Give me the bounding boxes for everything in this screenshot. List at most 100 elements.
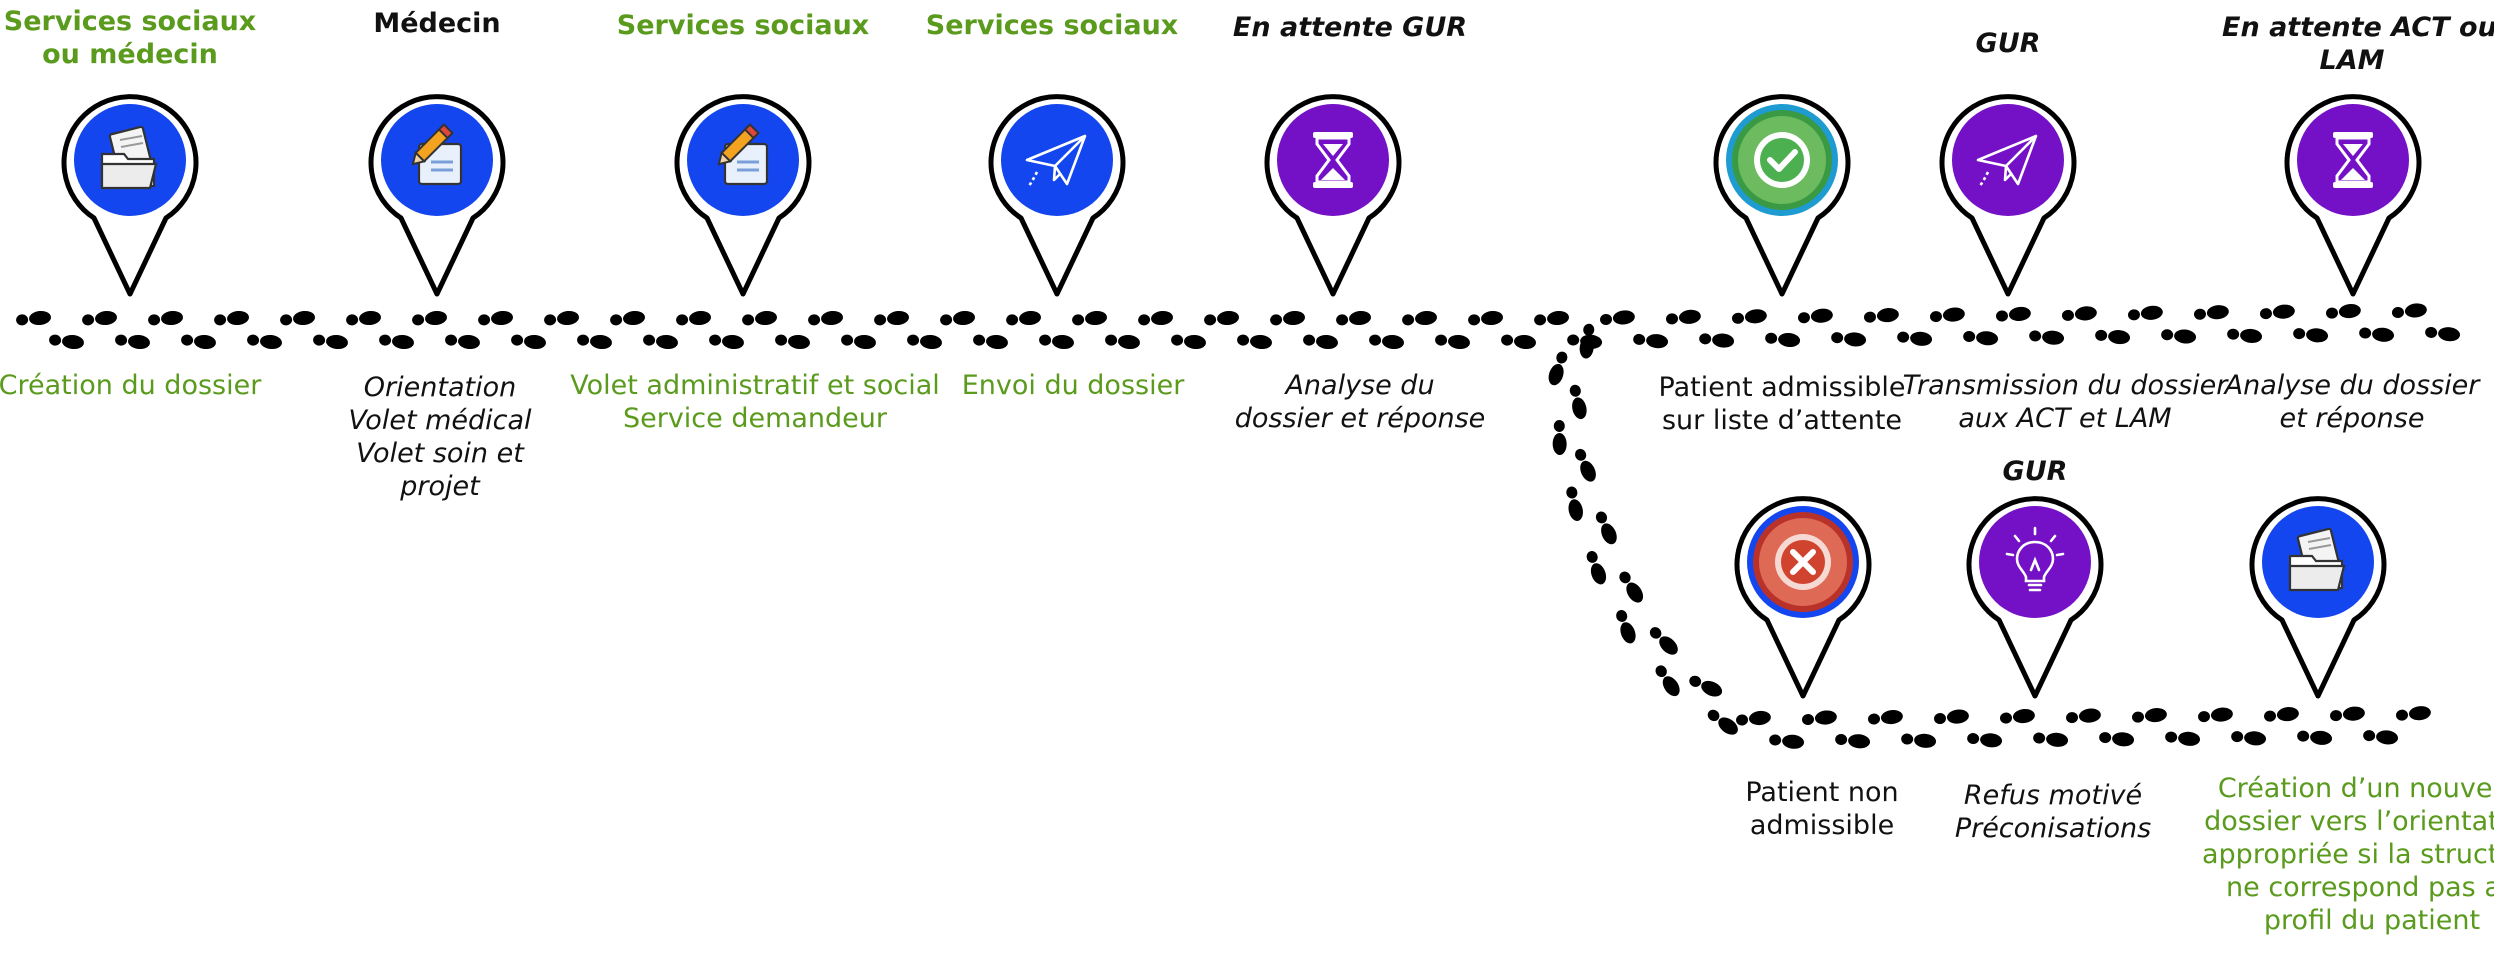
step-caption-line: projet [400,470,480,502]
footprint [1566,486,1583,521]
footprint [1468,310,1503,326]
paper-plane-icon [1025,134,1087,187]
footprint [907,334,942,350]
footprint [1995,306,2031,322]
footprint [2099,732,2135,747]
footprint [1336,310,1371,326]
step-heading: En attente GUR [1190,12,1510,45]
footprint [1595,511,1617,545]
footprint [1655,665,1680,697]
folder-icon [100,125,158,190]
step-heading-line: En attente ACT ou [2222,12,2494,43]
footprint [2193,305,2229,320]
footprint [49,334,84,350]
footprint [1835,734,1871,749]
footprint [1736,710,1771,726]
step-caption-line: Patient non [1745,777,1899,808]
footprint [2000,708,2035,724]
footprint [1963,331,1999,346]
footprint [2029,330,2065,345]
footprint [379,334,414,350]
footprint [1586,550,1607,585]
cross-icon [1775,534,1831,590]
step-heading: Médecin [307,8,567,41]
footprint [973,334,1008,350]
footprint [2132,708,2167,723]
footprint [2293,328,2329,343]
footprint [16,310,51,326]
footprint [1402,310,1437,326]
map-pin-folder-icon [60,90,200,300]
footprint [2325,303,2361,319]
footprint [2259,304,2295,320]
footprint [1967,733,2003,748]
step-caption-line: aux ACT et LAM [1958,402,2172,434]
step-caption: Création d’un nouveaudossier vers l’orie… [2202,773,2494,938]
footprint [214,310,249,326]
footprint [2363,730,2399,745]
footprint [181,334,216,350]
footprint [1901,733,1937,748]
footprint [2198,707,2233,723]
step-heading-line: GUR [2002,456,2068,487]
footprint [1831,332,1867,347]
footprint [1006,310,1041,326]
step-caption-line: Création du dossier [0,370,262,401]
pencil-document-icon [717,123,769,186]
footprint [1548,351,1568,386]
footprint [1649,627,1678,655]
footprint [2297,730,2333,745]
step-caption-line: Création d’un nouveau [2217,773,2494,804]
footprint [1707,709,1738,735]
map-pin-cross-icon [1733,492,1873,702]
footprint [874,310,909,326]
footprint [1575,448,1596,482]
footprint [1802,710,1837,726]
footprint [1666,309,1701,325]
map-pin-paper-plane-icon [987,90,1127,300]
footprint [1569,384,1587,420]
step-heading-line: GUR [1975,28,2041,59]
footprint [2391,303,2427,319]
footprint [2127,305,2163,321]
step-heading: Services sociaux [583,10,903,43]
step-caption-line: Refus motivé [1963,780,2143,811]
footprint [445,334,480,350]
footprint [478,310,513,326]
step-caption-line: Volet administratif et social [570,370,940,401]
footprint [940,310,975,326]
step-caption-line: sur liste d’attente [1661,404,1903,436]
footprint [280,310,315,326]
footprint [610,310,645,326]
footprint [1171,334,1206,350]
step-heading-line: Services sociaux [925,10,1179,41]
step-caption: Création du dossier [0,370,280,403]
step-caption: Envoi du dossier [913,370,1233,403]
footprint [247,334,282,350]
footprint [1732,309,1767,324]
step-caption-line: Service demandeur [622,402,888,434]
footprint [1552,419,1567,455]
step-heading-line: Services sociaux [3,6,257,37]
footprint [1868,709,1903,725]
step-heading: Services sociaux [892,10,1212,43]
footprint [577,334,612,350]
step-caption-line: appropriée si la structure [2202,838,2494,870]
footprint [1105,334,1140,350]
footprint [82,310,117,326]
footprint [643,334,678,350]
footprint [1270,310,1305,326]
footprint [2330,706,2365,722]
map-pin-checkmark-icon [1712,90,1852,300]
map-pin-folder-icon [2248,492,2388,702]
folder-icon [2288,527,2346,592]
footprint [676,310,711,326]
